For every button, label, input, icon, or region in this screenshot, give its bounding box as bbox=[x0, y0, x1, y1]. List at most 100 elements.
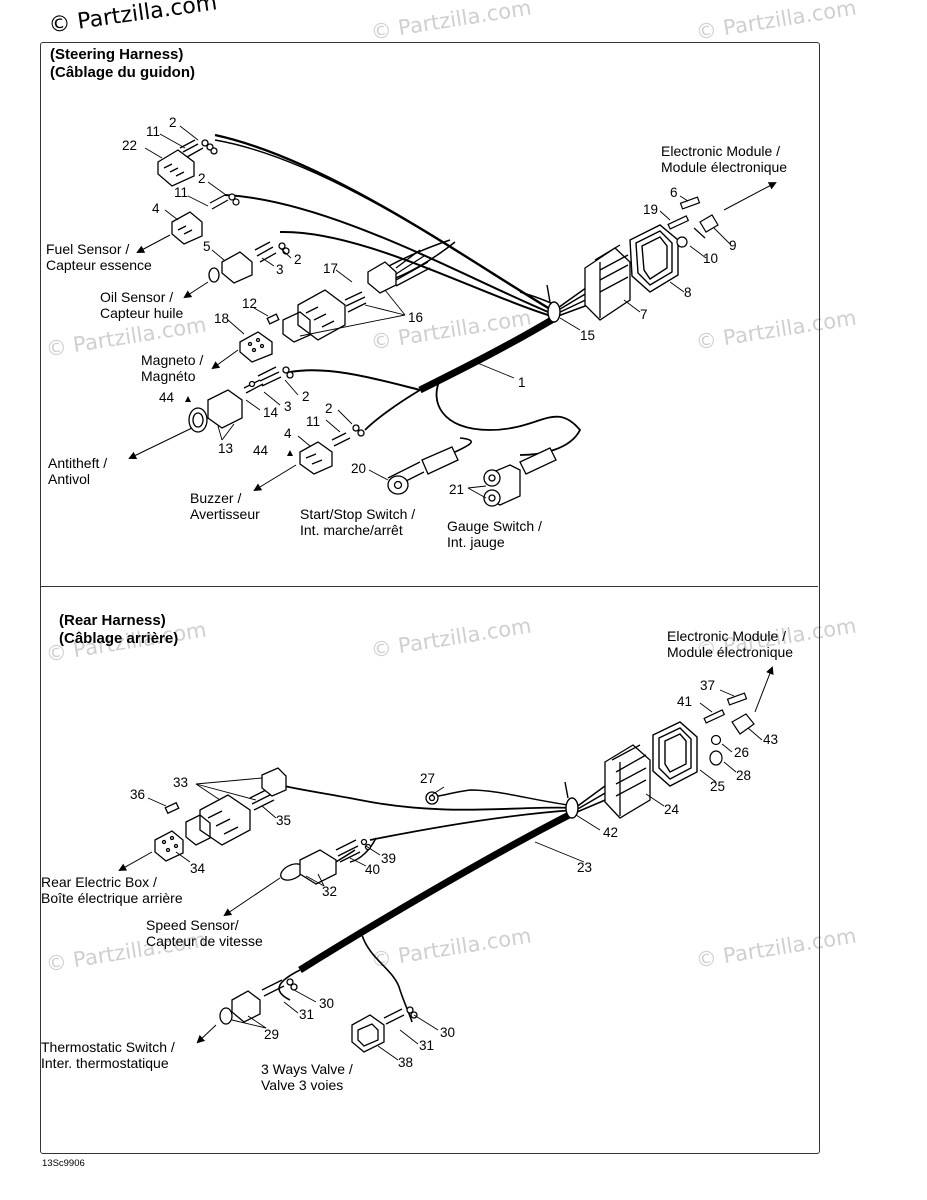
part-number: 11 bbox=[306, 414, 321, 429]
rear-title-en: (Rear Harness) bbox=[59, 612, 166, 629]
part-number: 25 bbox=[710, 779, 726, 794]
part-number: 12 bbox=[242, 296, 258, 311]
part-number: 17 bbox=[323, 261, 339, 276]
label-start-stop-switch-fr: Int. marche/arrêt bbox=[300, 522, 403, 538]
part-number: 31 bbox=[299, 1007, 315, 1022]
label-buzzer-fr: Avertisseur bbox=[190, 506, 260, 522]
small-parts-rear bbox=[703, 692, 755, 766]
label-antitheft-fr: Antivol bbox=[48, 471, 91, 487]
cable-clamp-15 bbox=[546, 284, 561, 323]
part-number: 16 bbox=[408, 310, 424, 325]
part-number: 15 bbox=[580, 328, 596, 343]
part-number: 7 bbox=[640, 307, 648, 322]
part-number: 35 bbox=[276, 813, 292, 828]
label-oil-sensor: Oil Sensor / bbox=[100, 289, 174, 305]
part-number: 40 bbox=[365, 862, 381, 877]
module-connector-7 bbox=[584, 244, 631, 321]
start-stop-switch-20 bbox=[387, 446, 459, 495]
part-number: 33 bbox=[173, 775, 189, 790]
label-three-way-valve: 3 Ways Valve / bbox=[261, 1061, 353, 1077]
part-number: 38 bbox=[398, 1055, 414, 1070]
steering-title-en: (Steering Harness) bbox=[50, 46, 184, 63]
label-thermostatic-switch-fr: Inter. thermostatique bbox=[41, 1055, 169, 1071]
connector-17 bbox=[282, 289, 367, 343]
part-number: 8 bbox=[684, 285, 692, 300]
part-number: 36 bbox=[130, 787, 146, 802]
part-number: 34 bbox=[190, 861, 206, 876]
connector-fuel-4 bbox=[171, 211, 203, 245]
part-number: 2 bbox=[169, 115, 177, 130]
label-thermostatic-switch: Thermostatic Switch / bbox=[41, 1039, 175, 1055]
part-number: 9 bbox=[729, 238, 737, 253]
label-rear-electric-box: Rear Electric Box / bbox=[41, 874, 157, 890]
rear-main-trunk bbox=[278, 784, 577, 1023]
part-number: 13 bbox=[218, 441, 234, 456]
gauge-switch-21 bbox=[483, 447, 557, 507]
label-start-stop-switch: Start/Stop Switch / bbox=[300, 506, 416, 522]
part-number: 22 bbox=[122, 138, 138, 153]
connector-thermostatic-29 bbox=[219, 978, 298, 1025]
part-number: 31 bbox=[419, 1038, 435, 1053]
part-number: 30 bbox=[440, 1025, 456, 1040]
connector-antitheft-13 bbox=[188, 366, 294, 433]
part-number: 10 bbox=[703, 251, 719, 266]
connector-18 bbox=[239, 313, 280, 363]
part-number: 30 bbox=[319, 996, 335, 1011]
part-number: 11 bbox=[174, 185, 189, 200]
part-number: 32 bbox=[322, 884, 338, 899]
label-electronic-module-fr: Module électronique bbox=[661, 159, 788, 175]
diagram-frame bbox=[40, 42, 820, 1154]
part-number: 26 bbox=[734, 745, 750, 760]
part-number: 28 bbox=[736, 768, 752, 783]
connector-oil-5 bbox=[208, 241, 290, 284]
part-number: 6 bbox=[670, 185, 678, 200]
part-number: 3 bbox=[284, 399, 292, 414]
label-electronic-module-fr: Module électronique bbox=[667, 644, 794, 660]
rear-title-fr: (Câblage arrière) bbox=[59, 630, 179, 647]
label-magneto: Magneto / bbox=[141, 352, 204, 368]
connector-seal-25 bbox=[652, 721, 698, 787]
part-number: 2 bbox=[198, 171, 206, 186]
connector-seal-8 bbox=[629, 224, 679, 293]
part-number: 37 bbox=[700, 678, 716, 693]
section-divider bbox=[40, 586, 818, 587]
part-number: 11 bbox=[146, 124, 161, 139]
part-number: 18 bbox=[214, 311, 230, 326]
part-number: 21 bbox=[449, 482, 465, 497]
connector-22 bbox=[157, 139, 218, 187]
part-number: 2 bbox=[302, 389, 310, 404]
ring-terminal-27 bbox=[425, 791, 439, 805]
part-number: 27 bbox=[420, 771, 436, 786]
part-number: 42 bbox=[603, 825, 619, 840]
label-buzzer: Buzzer / bbox=[190, 490, 242, 506]
connector-speed-sensor-32 bbox=[280, 838, 372, 885]
label-electronic-module: Electronic Module / bbox=[661, 143, 781, 159]
part-number: 2 bbox=[294, 252, 302, 267]
label-speed-sensor: Speed Sensor/ bbox=[146, 917, 239, 933]
steering-title-fr: (Câblage du guidon) bbox=[50, 64, 195, 81]
part-number: 44 bbox=[253, 443, 269, 458]
part-number: 2 bbox=[325, 401, 333, 416]
figure-code: 13Sc9906 bbox=[42, 1158, 85, 1169]
connector-buzzer-4 bbox=[299, 424, 365, 475]
label-gauge-switch-fr: Int. jauge bbox=[447, 534, 505, 550]
label-speed-sensor-fr: Capteur de vitesse bbox=[146, 933, 263, 949]
steering-leader-lines bbox=[144, 125, 731, 499]
part-number: 41 bbox=[677, 694, 693, 709]
part-number: 44 bbox=[159, 390, 175, 405]
part-number: 29 bbox=[264, 1027, 280, 1042]
part-number: 5 bbox=[203, 239, 211, 254]
cable-clamp-42 bbox=[564, 781, 579, 819]
label-fuel-sensor: Fuel Sensor / bbox=[46, 241, 130, 257]
small-parts-steering bbox=[667, 196, 719, 248]
label-oil-sensor-fr: Capteur huile bbox=[100, 305, 184, 321]
part-number: 39 bbox=[381, 851, 397, 866]
part-number: 3 bbox=[276, 262, 284, 277]
label-magneto-fr: Magnéto bbox=[141, 368, 196, 384]
part-number: 14 bbox=[263, 405, 279, 420]
part-number: 1 bbox=[518, 375, 526, 390]
rear-leader-lines bbox=[147, 689, 763, 1061]
part-number: 4 bbox=[152, 201, 160, 216]
part-number: 23 bbox=[577, 860, 593, 875]
